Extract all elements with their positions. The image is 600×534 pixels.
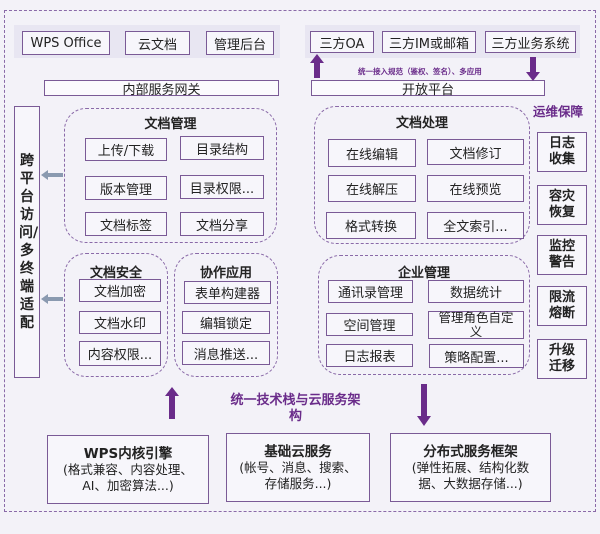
doc-processing-group bbox=[314, 106, 530, 244]
online-preview-item: 在线预览 bbox=[427, 175, 524, 202]
doc-share-item: 文档分享 bbox=[180, 212, 264, 236]
basic-cloud-service-desc: (帐号、消息、搜索、存储服务...) bbox=[239, 460, 357, 491]
ops-upgrade-migrate-label: 升级迁移 bbox=[548, 343, 575, 374]
ops-monitor-alert-label: 监控警告 bbox=[548, 239, 575, 270]
cross-platform-label: 跨平台访问/多终端适配 bbox=[19, 153, 39, 331]
enterprise-group bbox=[318, 255, 530, 375]
policy-config-item: 策略配置... bbox=[429, 344, 524, 368]
doc-revision-item: 文档修订 bbox=[427, 139, 524, 165]
doc-management-title: 文档管理 bbox=[144, 117, 197, 132]
ops-rate-limit: 限流熔断 bbox=[537, 286, 587, 326]
ops-upgrade-migrate: 升级迁移 bbox=[537, 339, 587, 379]
enterprise-title: 企业管理 bbox=[397, 266, 450, 281]
online-unzip-item: 在线解压 bbox=[328, 175, 416, 202]
arrow-up-icon bbox=[310, 54, 324, 78]
wps-office-box: WPS Office bbox=[22, 31, 110, 55]
wps-kernel-engine-title: WPS内核引擎 bbox=[83, 446, 173, 462]
online-edit-item: 在线编辑 bbox=[328, 139, 416, 167]
basic-cloud-service-title: 基础云服务 bbox=[264, 444, 332, 460]
distributed-framework-desc: (弹性拓展、结构化数据、大数据存储...) bbox=[411, 460, 530, 491]
fulltext-index-item: 全文索引... bbox=[427, 212, 524, 239]
outer-frame bbox=[4, 10, 596, 512]
third-party-im-box: 三方IM或邮箱 bbox=[382, 31, 476, 53]
doc-watermark-item: 文档水印 bbox=[79, 311, 161, 334]
ops-monitor-alert: 监控警告 bbox=[537, 235, 587, 275]
version-management-item: 版本管理 bbox=[85, 176, 167, 200]
doc-tags-item: 文档标签 bbox=[85, 212, 167, 236]
collaboration-title: 协作应用 bbox=[199, 266, 252, 281]
doc-security-group bbox=[64, 253, 168, 377]
contacts-management-item: 通讯录管理 bbox=[328, 280, 413, 303]
cloud-doc-box: 云文档 bbox=[125, 31, 190, 55]
ops-disaster-recovery: 容灾恢复 bbox=[537, 185, 587, 225]
admin-console-box: 管理后台 bbox=[206, 31, 274, 55]
upload-download-item: 上传/下载 bbox=[85, 138, 167, 161]
basic-cloud-service-box: 基础云服务 (帐号、消息、搜索、存储服务...) bbox=[226, 433, 370, 502]
data-statistics-item: 数据统计 bbox=[428, 280, 524, 303]
open-platform: 开放平台 bbox=[311, 80, 545, 98]
doc-encrypt-item: 文档加密 bbox=[79, 279, 161, 302]
custom-admin-role-item: 管理角色自定义 bbox=[428, 311, 524, 339]
cross-platform-column: 跨平台访问/多终端适配 bbox=[14, 106, 40, 378]
arrow-left-icon bbox=[41, 170, 63, 180]
ops-rate-limit-label: 限流熔断 bbox=[548, 290, 575, 321]
arrow-down-icon bbox=[417, 384, 431, 426]
content-permission-item: 内容权限... bbox=[79, 341, 161, 366]
open-platform-note: 统一接入规范（鉴权、签名）、多应用 bbox=[358, 67, 482, 76]
wps-kernel-engine-box: WPS内核引擎 (格式兼容、内容处理、AI、加密算法...) bbox=[47, 435, 209, 504]
distributed-framework-box: 分布式服务框架 (弹性拓展、结构化数据、大数据存储...) bbox=[390, 433, 551, 502]
directory-structure-item: 目录结构 bbox=[180, 136, 264, 160]
third-party-business-box: 三方业务系统 bbox=[485, 31, 576, 53]
doc-processing-title: 文档处理 bbox=[395, 116, 448, 131]
distributed-framework-title: 分布式服务框架 bbox=[423, 444, 518, 460]
form-builder-item: 表单构建器 bbox=[184, 281, 271, 304]
directory-permission-item: 目录权限... bbox=[180, 175, 264, 199]
wps-kernel-engine-desc: (格式兼容、内容处理、AI、加密算法...) bbox=[63, 462, 193, 493]
message-push-item: 消息推送... bbox=[182, 341, 270, 365]
ops-log-collect: 日志收集 bbox=[537, 132, 587, 172]
doc-management-group bbox=[64, 108, 277, 243]
third-party-oa-box: 三方OA bbox=[310, 31, 374, 53]
ops-title: 运维保障 bbox=[533, 104, 584, 119]
arrow-up-icon bbox=[165, 387, 179, 419]
format-convert-item: 格式转换 bbox=[326, 212, 416, 239]
ops-disaster-recovery-label: 容灾恢复 bbox=[548, 189, 575, 220]
arrow-left-icon bbox=[41, 294, 63, 304]
arrow-down-icon bbox=[526, 57, 540, 81]
collaboration-group bbox=[174, 253, 278, 377]
log-report-item: 日志报表 bbox=[326, 344, 413, 367]
space-management-item: 空间管理 bbox=[326, 313, 413, 336]
edit-lock-item: 编辑锁定 bbox=[182, 311, 270, 334]
ops-log-collect-label: 日志收集 bbox=[548, 136, 575, 167]
doc-security-title: 文档安全 bbox=[89, 266, 142, 281]
internal-gateway: 内部服务网关 bbox=[44, 80, 279, 98]
unified-stack-label: 统一技术栈与云服务架构 bbox=[230, 393, 361, 424]
